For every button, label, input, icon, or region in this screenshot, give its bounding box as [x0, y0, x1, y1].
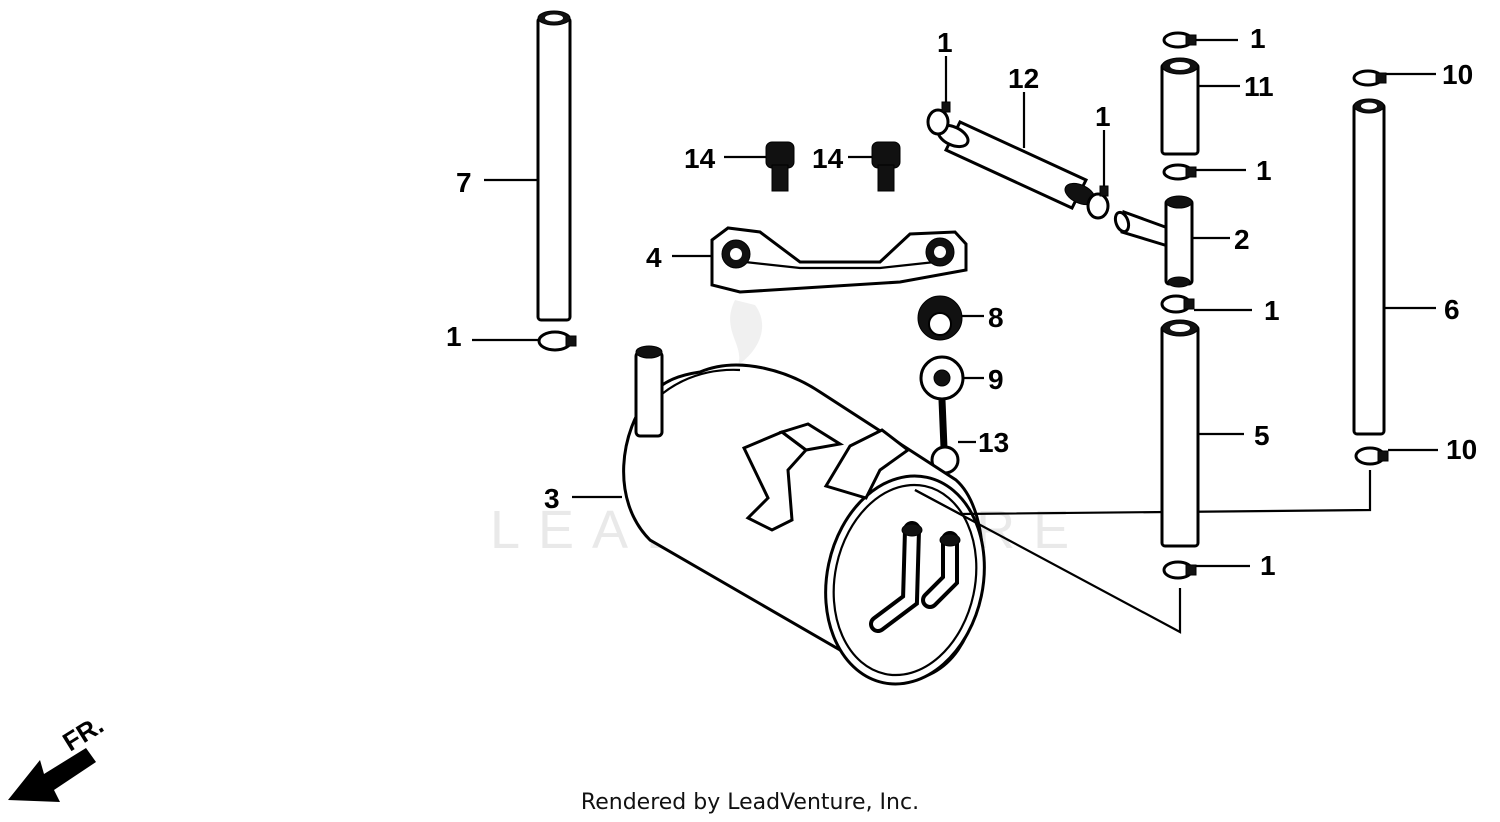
callout-8: 8: [988, 302, 1004, 333]
bracket-4[interactable]: [710, 226, 968, 294]
callout-1-hose12-left: 1: [937, 27, 953, 58]
bolt-14-left[interactable]: [765, 141, 795, 192]
callout-14-left: 14: [684, 143, 716, 174]
callout-1-top: 1: [1250, 23, 1266, 54]
clip-10-top[interactable]: [1352, 69, 1387, 87]
clip-10-bottom[interactable]: [1354, 446, 1389, 466]
callout-4: 4: [646, 242, 662, 273]
callout-6: 6: [1444, 294, 1460, 325]
callout-7: 7: [456, 167, 472, 198]
collar-13[interactable]: [930, 399, 960, 475]
hose-12[interactable]: [935, 120, 1099, 210]
clip-1-mid-lower[interactable]: [1160, 294, 1195, 314]
callout-1-bottom: 1: [1260, 550, 1276, 581]
callout-10-bottom: 10: [1446, 434, 1477, 465]
front-arrow-label: FR.: [57, 709, 108, 757]
connection-line-lower: [914, 489, 1182, 634]
hose-6[interactable]: [1352, 98, 1386, 436]
callout-13: 13: [978, 427, 1009, 458]
clip-1-mid-upper[interactable]: [1162, 163, 1197, 181]
callout-11: 11: [1244, 71, 1274, 102]
callout-1-left: 1: [446, 321, 462, 352]
hose-7[interactable]: [536, 10, 572, 322]
callout-2: 2: [1234, 224, 1250, 255]
hose-5[interactable]: [1160, 319, 1200, 548]
callout-1-hose12-right: 1: [1095, 101, 1111, 132]
callout-10-top: 10: [1442, 59, 1473, 90]
callout-3: 3: [544, 483, 560, 514]
canister-3[interactable]: [622, 345, 1004, 699]
clip-1-hose12-right[interactable]: [1086, 185, 1110, 220]
t-joint-2[interactable]: [1113, 195, 1194, 288]
front-direction-arrow: FR.: [8, 709, 109, 802]
hose-11[interactable]: [1160, 57, 1200, 156]
washer-9[interactable]: [919, 355, 965, 401]
callout-14-right: 14: [812, 143, 844, 174]
footer-credit: Rendered by LeadVenture, Inc.: [580, 790, 920, 815]
bolt-14-right[interactable]: [871, 141, 901, 192]
clip-1-bottom[interactable]: [1162, 560, 1197, 580]
clip-1-top[interactable]: [1162, 31, 1197, 49]
callout-1-mid-lower: 1: [1264, 295, 1280, 326]
clip-1-hose12-left[interactable]: [926, 101, 951, 136]
grommet-8[interactable]: [917, 295, 963, 341]
callout-9: 9: [988, 364, 1004, 395]
callout-5: 5: [1254, 420, 1270, 451]
callout-12: 12: [1008, 63, 1039, 94]
callout-1-mid-upper: 1: [1256, 155, 1272, 186]
clip-1-left[interactable]: [537, 330, 577, 352]
